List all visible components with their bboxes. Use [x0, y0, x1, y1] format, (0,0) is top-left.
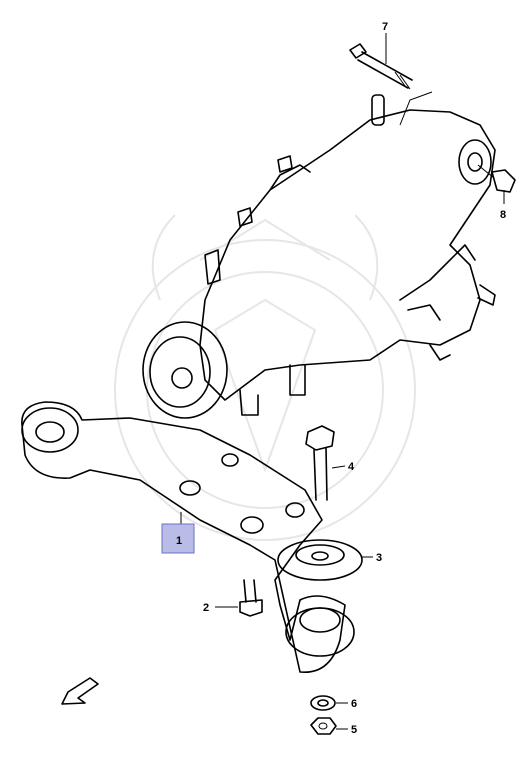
- callout-2: 2: [203, 602, 209, 614]
- mount-cushion-3: [277, 539, 363, 581]
- callout-5: 5: [351, 724, 357, 736]
- bolt-7: [349, 43, 413, 90]
- front-direction-arrow: [61, 677, 99, 705]
- callout-1-highlight: [161, 523, 195, 554]
- watermark-emblem: [114, 214, 416, 541]
- callout-6: 6: [351, 698, 357, 710]
- callout-3: 3: [376, 552, 382, 564]
- callout-7: 7: [382, 21, 388, 33]
- bolt-2: [239, 579, 263, 617]
- rear-crossmember: [21, 401, 355, 673]
- callout-4: 4: [348, 461, 355, 473]
- differential-housing: [142, 91, 496, 419]
- callout-8: 8: [500, 209, 506, 221]
- washer-6: [310, 695, 336, 711]
- nut-8: [477, 164, 516, 193]
- callout-1: 1: [176, 535, 182, 547]
- bolt-4: [305, 425, 335, 501]
- nut-5: [310, 717, 337, 735]
